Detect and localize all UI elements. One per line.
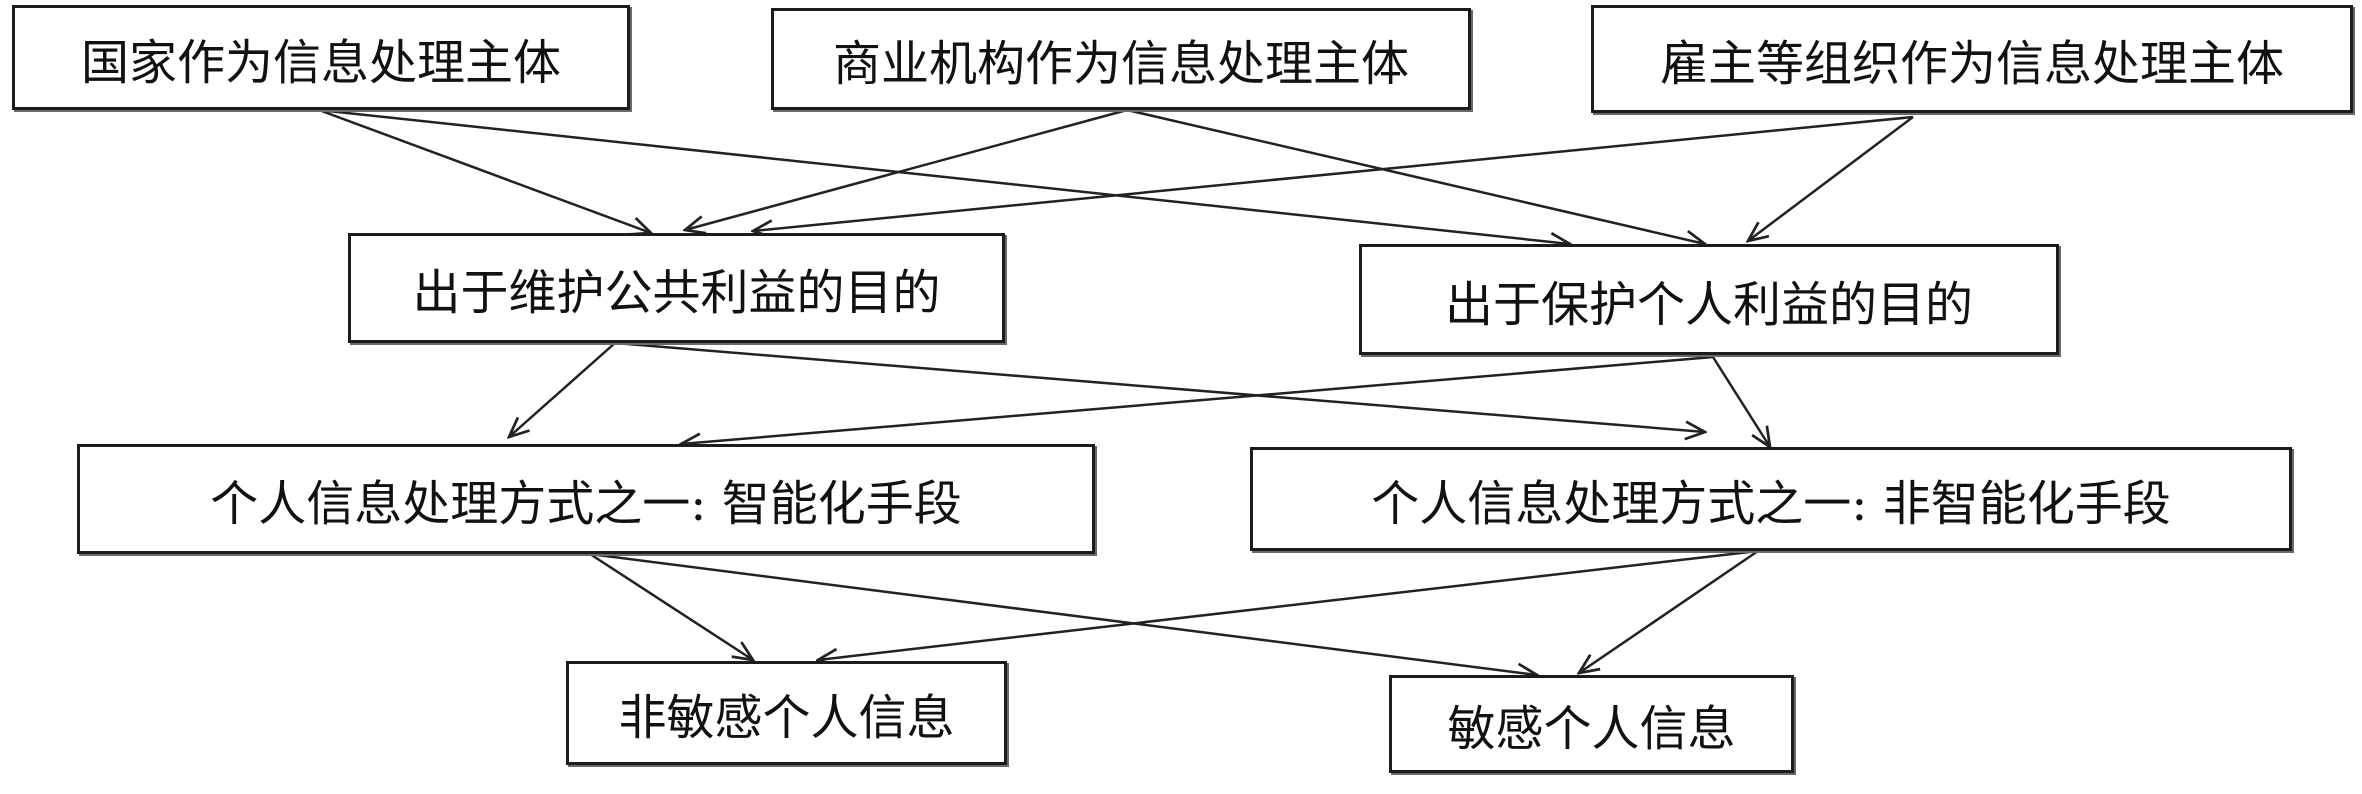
node-label: 个人信息处理方式之一: 智能化手段: [210, 476, 962, 532]
arrow-state-to-public: [318, 108, 651, 233]
arrow-intelligent-to-non-sensitive: [589, 552, 753, 660]
node-label: 非敏感个人信息: [618, 690, 955, 746]
node-label: 雇主等组织作为信息处理主体: [1659, 36, 2284, 92]
arrow-employer-to-personal: [1748, 116, 1914, 241]
node-commercial-processor: 商业机构作为信息处理主体: [771, 8, 1471, 110]
node-label: 个人信息处理方式之一: 非智能化手段: [1371, 476, 2171, 532]
node-label: 出于保护个人利益的目的: [1444, 276, 1973, 333]
arrow-commercial-to-public: [685, 108, 1128, 230]
arrow-public-to-intelligent: [509, 342, 616, 437]
arrow-intelligent-to-sensitive: [589, 552, 1537, 675]
node-non-sensitive-info: 非敏感个人信息: [566, 661, 1007, 765]
node-sensitive-info: 敏感个人信息: [1389, 675, 1794, 773]
arrow-state-to-personal: [318, 108, 1570, 244]
arrow-commercial-to-personal: [1126, 108, 1705, 244]
arrow-personal-to-non-intelligent: [1711, 356, 1770, 447]
node-public-interest-purpose: 出于维护公共利益的目的: [348, 233, 1005, 343]
node-non-intelligent-method: 个人信息处理方式之一: 非智能化手段: [1250, 447, 2292, 551]
node-label: 敏感个人信息: [1447, 701, 1736, 757]
node-personal-interest-purpose: 出于保护个人利益的目的: [1359, 244, 2059, 355]
arrow-non-intelligent-to-sensitive: [1579, 549, 1759, 673]
arrow-public-to-non-intelligent: [614, 341, 1705, 432]
arrow-personal-to-intelligent: [681, 355, 1714, 444]
node-intelligent-method: 个人信息处理方式之一: 智能化手段: [77, 444, 1095, 554]
node-label: 国家作为信息处理主体: [80, 34, 561, 91]
arrow-employer-to-public: [753, 115, 1914, 231]
node-label: 出于维护公共利益的目的: [412, 265, 941, 321]
node-employer-processor: 雇主等组织作为信息处理主体: [1591, 5, 2353, 113]
arrow-non-intelligent-to-non-sensitive: [818, 549, 1759, 660]
arrow-lines: [318, 108, 1914, 675]
node-label: 商业机构作为信息处理主体: [832, 36, 1409, 92]
node-state-processor: 国家作为信息处理主体: [12, 5, 630, 110]
